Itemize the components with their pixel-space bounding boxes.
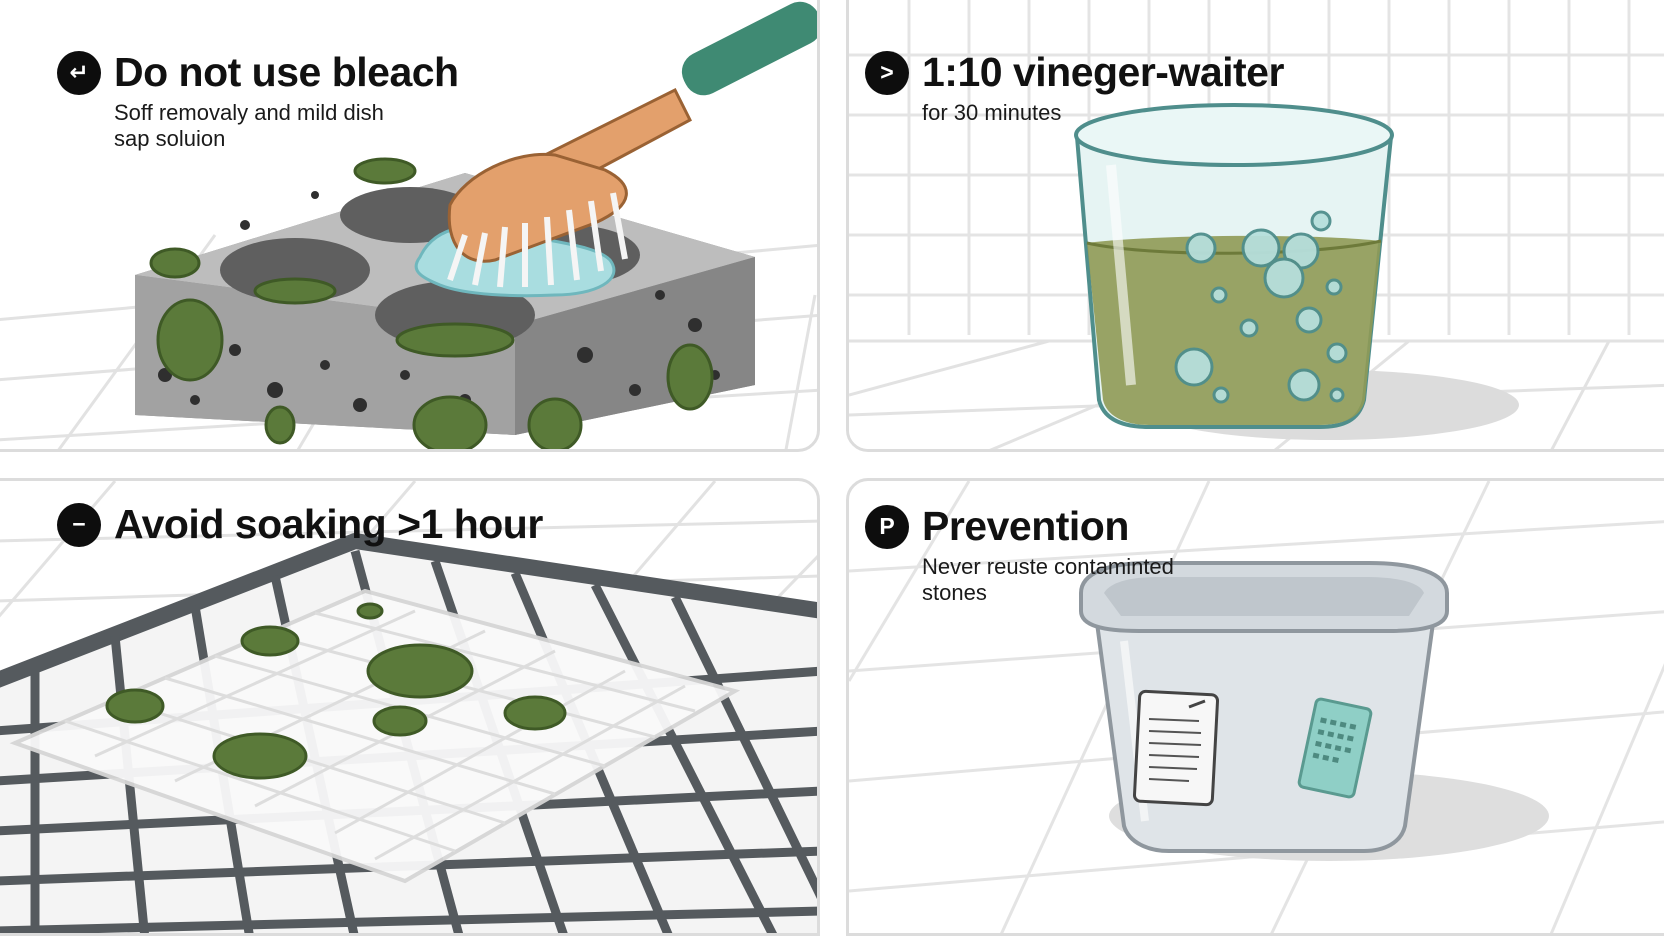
- glass-cup: [1074, 103, 1394, 429]
- porous-stone-block: [135, 157, 755, 449]
- mold-spots: [105, 602, 567, 780]
- panel-avoid-soaking: − Avoid soaking >1 hour: [0, 478, 820, 936]
- panel-vinegar-water: > 1:10 vineger-waiter for 30 minutes: [846, 0, 1664, 452]
- scrubbing-moldy-stone-illustration: [0, 1, 817, 449]
- vinegar-soak-cup-illustration: [849, 0, 1664, 449]
- label-sticker-icon: [1297, 697, 1373, 799]
- panel-title: Avoid soaking >1 hour: [114, 501, 543, 547]
- panel-title: Prevention: [922, 503, 1129, 549]
- panel-subtitle: Soff removaly and mild dish sap soluion: [114, 100, 384, 151]
- paper-note-icon: [1132, 689, 1220, 807]
- panel-title: 1:10 vineger-waiter: [922, 49, 1284, 95]
- sealed-container-illustration: [849, 481, 1664, 933]
- mesh-sheet: [9, 588, 741, 884]
- panel-do-not-use-bleach: ↵ Do not use bleach Soff removaly and mi…: [0, 0, 820, 452]
- storage-container: [1079, 561, 1449, 853]
- bubbles: [1174, 210, 1348, 404]
- panel-label: ↵ Do not use bleach Soff removaly and mi…: [57, 49, 459, 152]
- panel-label: − Avoid soaking >1 hour: [57, 501, 543, 552]
- minus-icon: −: [57, 502, 101, 547]
- chevron-right-icon: >: [865, 50, 909, 95]
- panel-label: > 1:10 vineger-waiter for 30 minutes: [865, 49, 1284, 126]
- panel-prevention: P Prevention Never reuste contaminted st…: [846, 478, 1664, 936]
- scrub-brush: [447, 1, 817, 288]
- drying-rack-illustration: [0, 481, 817, 933]
- panel-title: Do not use bleach: [114, 49, 459, 95]
- panel-subtitle: Never reuste contaminted stones: [922, 554, 1174, 605]
- return-arrow-icon: ↵: [57, 50, 101, 95]
- letter-p-icon: P: [865, 504, 909, 549]
- panel-subtitle: for 30 minutes: [922, 100, 1062, 125]
- panel-label: P Prevention Never reuste contaminted st…: [865, 503, 1222, 606]
